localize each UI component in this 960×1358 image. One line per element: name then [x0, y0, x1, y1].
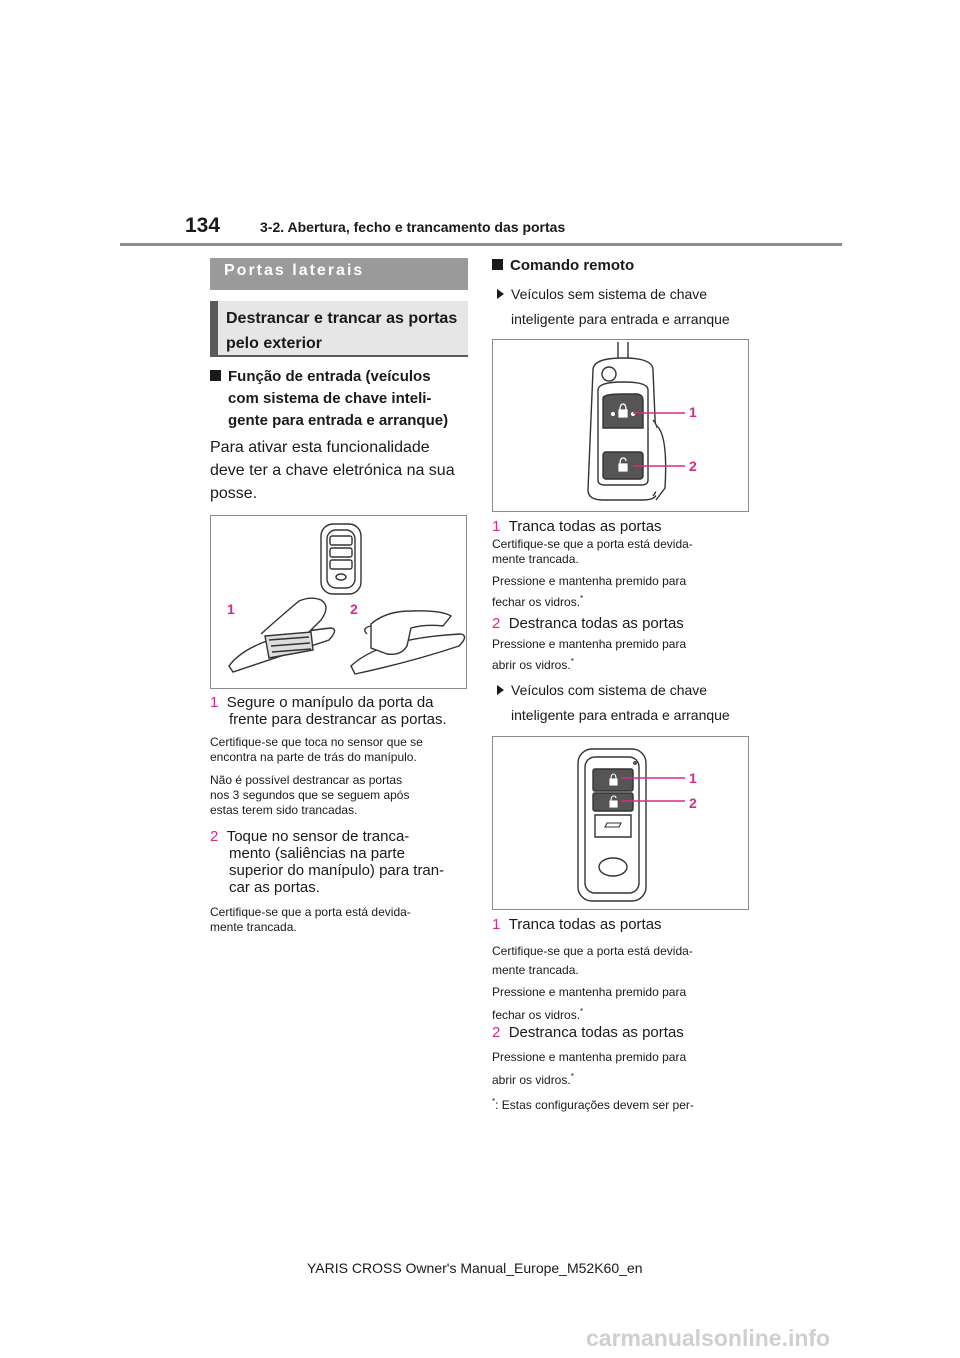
figure-callout-2: 2	[689, 795, 697, 811]
a-step-1-note-windows: Pressione e mantenha premido para fechar…	[492, 574, 687, 609]
entry-function-heading: Função de entrada (veículos com sistema …	[210, 366, 475, 432]
remote-control-heading: Comando remoto	[492, 255, 634, 277]
intro-paragraph: Para ativar esta funcionalidade deve ter…	[210, 439, 455, 502]
step-1-note-sensor: Certifique-se que toca no sensor que se …	[210, 735, 423, 764]
a-step-2-note: Pressione e mantenha premido para abrir …	[492, 637, 687, 672]
step-2-note: Certifique-se que a porta está devida- m…	[210, 905, 411, 934]
watermark-logo: carmanualsonline.info	[586, 1325, 831, 1351]
vehicles-without-smart-key: Veículos sem sistema de chave inteligent…	[497, 283, 767, 330]
step-number: 1	[210, 694, 219, 711]
door-handle-figure: 1 2	[210, 515, 467, 689]
chapter-title: 3-2. Abertura, fecho e trancamento das p…	[260, 219, 566, 235]
smart-key-icon	[320, 523, 362, 595]
figure-callout-1: 1	[689, 770, 697, 786]
figure-callout-2: 2	[350, 601, 358, 617]
lock-icon	[618, 409, 628, 418]
a-step-1: 1 Tranca todas as portas	[492, 518, 662, 535]
step-2: 2 Toque no sensor de tranca- mento (sali…	[210, 828, 445, 896]
step-number: 1	[492, 518, 501, 535]
smart-key-figure: 1 2	[492, 736, 749, 910]
figure-callout-1: 1	[689, 404, 697, 420]
figure-callout-1: 1	[227, 601, 235, 617]
step-number: 2	[210, 828, 219, 845]
folding-key-illustration: 1 2	[587, 342, 697, 501]
lock-icon	[609, 778, 618, 786]
footnote: *: Estas configurações devem ser per-	[492, 1097, 694, 1112]
smart-key-illustration: 1 2	[577, 748, 697, 902]
door-handle-illustration: 1 2	[227, 523, 466, 675]
step-number: 2	[492, 615, 501, 632]
section-title-bar: Portas laterais	[210, 258, 468, 290]
tailgate-icon	[604, 822, 622, 828]
footer-manual-id: YARIS CROSS Owner's Manual_Europe_M52K60…	[307, 1260, 643, 1276]
section-title: Portas laterais	[224, 262, 365, 279]
page-number: 134	[185, 214, 221, 237]
square-bullet-icon	[210, 370, 221, 381]
remote-key-figure: 1 2	[492, 339, 749, 512]
step-number: 2	[492, 1024, 501, 1041]
b-step-1: 1 Tranca todas as portas	[492, 916, 662, 933]
b-step-1-note-locked: Certifique-se que a porta está devida- m…	[492, 944, 693, 977]
subsection-title: Destrancar e trancar as portas pelo exte…	[226, 310, 458, 352]
header-rule	[120, 243, 842, 246]
step-1-note-delay: Não é possível destrancar as portas nos …	[210, 773, 410, 817]
step-number: 1	[492, 916, 501, 933]
a-step-1-note-locked: Certifique-se que a porta está devida- m…	[492, 537, 693, 566]
square-bullet-icon	[492, 259, 503, 270]
step-1: 1 Segure o manípulo da porta da frente p…	[210, 694, 447, 728]
a-step-2: 2 Destranca todas as portas	[492, 615, 684, 632]
vehicles-with-smart-key: Veículos com sistema de chave inteligent…	[497, 679, 767, 726]
b-step-2-note: Pressione e mantenha premido para abrir …	[492, 1050, 687, 1087]
triangle-bullet-icon	[497, 289, 504, 299]
b-step-2: 2 Destranca todas as portas	[492, 1024, 684, 1041]
subsection-title-box: Destrancar e trancar as portas pelo exte…	[210, 301, 468, 357]
b-step-1-note-windows: Pressione e mantenha premido para fechar…	[492, 985, 687, 1022]
unlock-icon	[618, 463, 628, 472]
unlock-icon	[609, 800, 618, 808]
figure-callout-2: 2	[689, 458, 697, 474]
triangle-bullet-icon	[497, 685, 504, 695]
